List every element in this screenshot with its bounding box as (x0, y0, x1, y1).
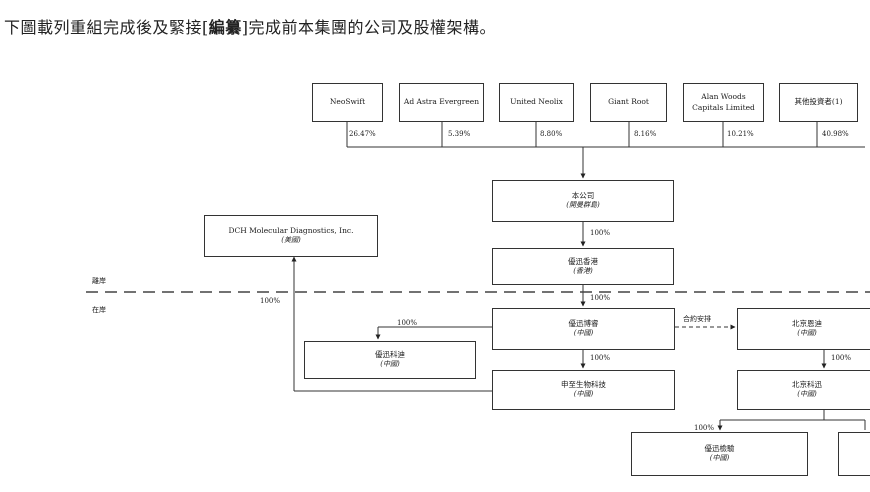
ownership-percent: 100% (590, 229, 611, 237)
shareholder-name: Giant Root (608, 97, 649, 107)
shareholding-percent: 8.16% (634, 130, 657, 138)
shareholder-name: NeoSwift (329, 97, 366, 107)
page-heading: 下圖載列重組完成後及緊接[編纂]完成前本集團的公司及股權架構。 (4, 14, 496, 38)
entity-name: 優迅博睿 (568, 319, 599, 329)
entity-jurisdiction: (開曼群島) (566, 201, 600, 210)
ownership-percent: 100% (831, 354, 852, 362)
entity-name: 優迅科迪 (375, 350, 405, 360)
kedi-subsidiary-box: 優迅科迪 (中國) (304, 341, 476, 379)
beijing-kexun-box: 北京科迅 (中國) (737, 370, 870, 410)
entity-name: 本公司 (571, 191, 595, 201)
entity-jurisdiction: (香港) (573, 266, 593, 275)
entity-jurisdiction: (中國) (573, 329, 594, 338)
truncated-entity-box (838, 432, 870, 476)
ownership-percent: 100% (590, 294, 611, 302)
entity-jurisdiction: (中國) (797, 329, 817, 338)
shareholding-percent: 40.98% (822, 130, 849, 138)
onshore-label: 在岸 (92, 306, 106, 314)
shenzhi-subsidiary-box: 申至生物科技 (中國) (492, 370, 675, 410)
entity-name: 優迅香港 (568, 256, 598, 266)
shareholding-percent: 8.80% (540, 130, 563, 138)
ownership-percent: 100% (397, 319, 418, 327)
ownership-percent: 100% (694, 424, 715, 432)
entity-jurisdiction: (中國) (380, 360, 400, 369)
shareholder-name: United Neolix (510, 97, 563, 107)
shareholder-name: 其他投資者(1) (794, 97, 843, 107)
offshore-label: 離岸 (92, 277, 106, 285)
heading-text-start: 下圖載列重組完成後及緊接[ (4, 18, 209, 37)
shareholder-box-other-investors: 其他投資者(1) (779, 83, 858, 122)
hk-subsidiary-box: 優迅香港 (香港) (492, 248, 674, 285)
bosheng-subsidiary-box: 優迅博睿 (中國) (492, 308, 675, 350)
shareholding-percent: 26.47% (349, 130, 376, 138)
entity-name: 優迅檢驗 (704, 444, 735, 454)
shareholder-name: Ad Astra Evergreen (403, 97, 480, 107)
dch-subsidiary-box: DCH Molecular Diagnostics, Inc. (美國) (204, 215, 378, 257)
testing-subsidiary-box: 優迅檢驗 (中國) (631, 432, 808, 476)
contractual-arrangement-label: 合約安排 (683, 315, 711, 323)
entity-name: DCH Molecular Diagnostics, Inc. (228, 226, 354, 236)
shareholding-percent: 5.39% (448, 130, 471, 138)
heading-text-end: ]完成前本集團的公司及股權架構。 (241, 18, 497, 37)
ownership-percent: 100% (590, 354, 611, 362)
heading-redacted-text: 編纂 (208, 18, 242, 37)
shareholder-box-ad-astra: Ad Astra Evergreen (399, 83, 484, 122)
entity-jurisdiction: (美國) (281, 236, 301, 245)
entity-name: 北京恩迪 (792, 319, 822, 329)
shareholder-box-alan-woods: Alan Woods Capitals Limited (683, 83, 764, 122)
shareholding-percent: 10.21% (727, 130, 754, 138)
shareholder-name: Alan Woods Capitals Limited (692, 92, 755, 112)
entity-name: 申至生物科技 (561, 380, 606, 390)
shareholder-box-neoswift: NeoSwift (312, 83, 383, 122)
shareholder-box-giant-root: Giant Root (590, 83, 667, 122)
shareholder-box-united-neolix: United Neolix (499, 83, 574, 122)
beijing-ensi-box: 北京恩迪 (中國) (737, 308, 870, 350)
entity-name: 北京科迅 (792, 380, 822, 390)
entity-jurisdiction: (中國) (797, 390, 817, 399)
entity-jurisdiction: (中國) (709, 454, 730, 463)
entity-jurisdiction: (中國) (573, 390, 594, 399)
ownership-percent: 100% (260, 297, 281, 305)
company-box: 本公司 (開曼群島) (492, 180, 674, 222)
